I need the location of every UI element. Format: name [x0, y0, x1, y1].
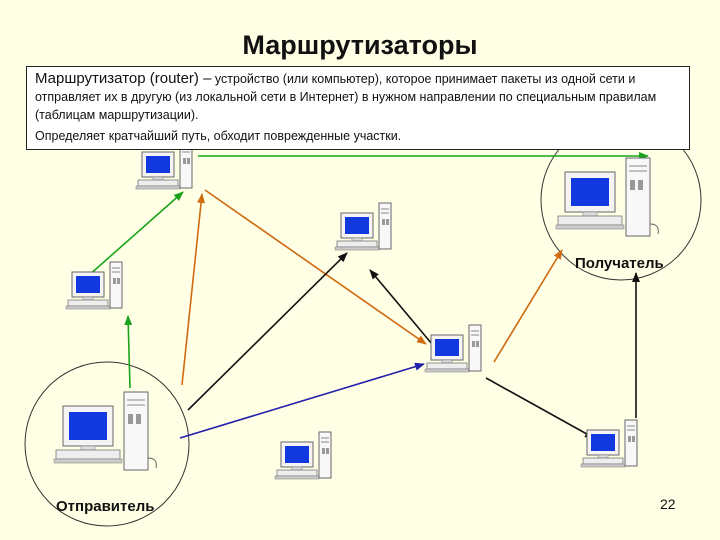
router-computer-center [424, 324, 482, 373]
router-computer-bottomright [580, 419, 638, 468]
receiver-label: Получатель [575, 255, 664, 272]
edge-sender-to-n-topleft [181, 193, 206, 386]
definition-paragraph: Маршрутизатор (router) – устройство (или… [35, 70, 681, 124]
edge-n-center-to-n-topcenter [369, 269, 433, 345]
router-computer-bottomcenter [274, 431, 332, 480]
slide-number: 22 [660, 496, 676, 512]
edge-n-topleft-to-n-center [204, 189, 427, 345]
edge-sender-to-n-center [179, 362, 425, 439]
router-computer-left [65, 261, 123, 310]
slide-title: Маршрутизаторы [242, 30, 478, 60]
edge-sender-to-n-topcenter [187, 252, 348, 411]
sender-label: Отправитель [56, 498, 155, 515]
edge-sender-to-n-left [124, 315, 133, 389]
definition-line2: Определяет кратчайший путь, обходит повр… [35, 129, 402, 143]
edge-n-center-to-receiver [493, 249, 563, 363]
edge-n-center-to-n-bottomright [485, 377, 595, 439]
definition-term: Маршрутизатор (router) – [35, 70, 212, 87]
router-computer-topcenter [334, 202, 392, 251]
edge-n-left-to-n-topleft [87, 191, 184, 277]
definition-text: устройство (или компьютер), которое прин… [35, 72, 657, 122]
definition-box: Маршрутизатор (router) – устройство (или… [26, 66, 690, 150]
